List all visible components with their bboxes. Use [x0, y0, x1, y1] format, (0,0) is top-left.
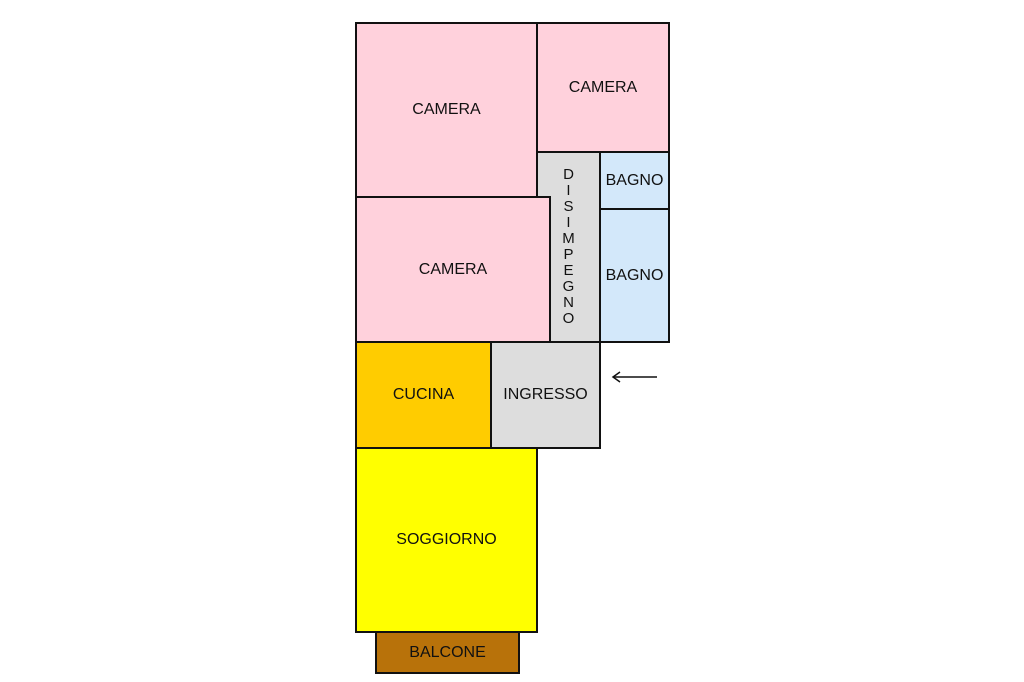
- room-label-letter: S: [563, 198, 574, 215]
- room-label: CAMERA: [418, 260, 488, 278]
- room-label: BAGNO: [605, 266, 664, 284]
- room-label: SOGGIORNO: [396, 531, 497, 548]
- room-label-letter: I: [566, 214, 571, 231]
- room-camera-top-right: CAMERA: [536, 22, 670, 153]
- left-arrow-icon: [611, 371, 657, 383]
- room-label: INGRESSO: [503, 386, 588, 403]
- room-label: CAMERA: [568, 78, 638, 96]
- room-label-letter: M: [562, 230, 575, 247]
- room-label: CUCINA: [392, 386, 455, 403]
- room-camera-middle: CAMERA: [355, 196, 551, 343]
- room-balcone: BALCONE: [375, 631, 520, 674]
- room-label-letter: D: [563, 166, 574, 183]
- room-label-letter: P: [563, 246, 574, 263]
- room-camera-top-left: CAMERA: [355, 22, 538, 198]
- room-label-letter: G: [562, 278, 575, 295]
- room-label-letter: O: [562, 310, 575, 327]
- room-bagno-large: BAGNO: [599, 208, 670, 343]
- room-label-letter: N: [563, 294, 574, 311]
- room-label-letter: I: [566, 182, 571, 199]
- room-bagno-small: BAGNO: [599, 151, 670, 210]
- room-label: BAGNO: [605, 171, 664, 189]
- room-cucina: CUCINA: [355, 341, 492, 449]
- room-soggiorno: SOGGIORNO: [355, 447, 538, 633]
- room-label: CAMERA: [412, 101, 481, 118]
- room-ingresso: INGRESSO: [490, 341, 601, 449]
- room-label: BALCONE: [409, 643, 486, 661]
- room-label-letter: E: [563, 262, 574, 279]
